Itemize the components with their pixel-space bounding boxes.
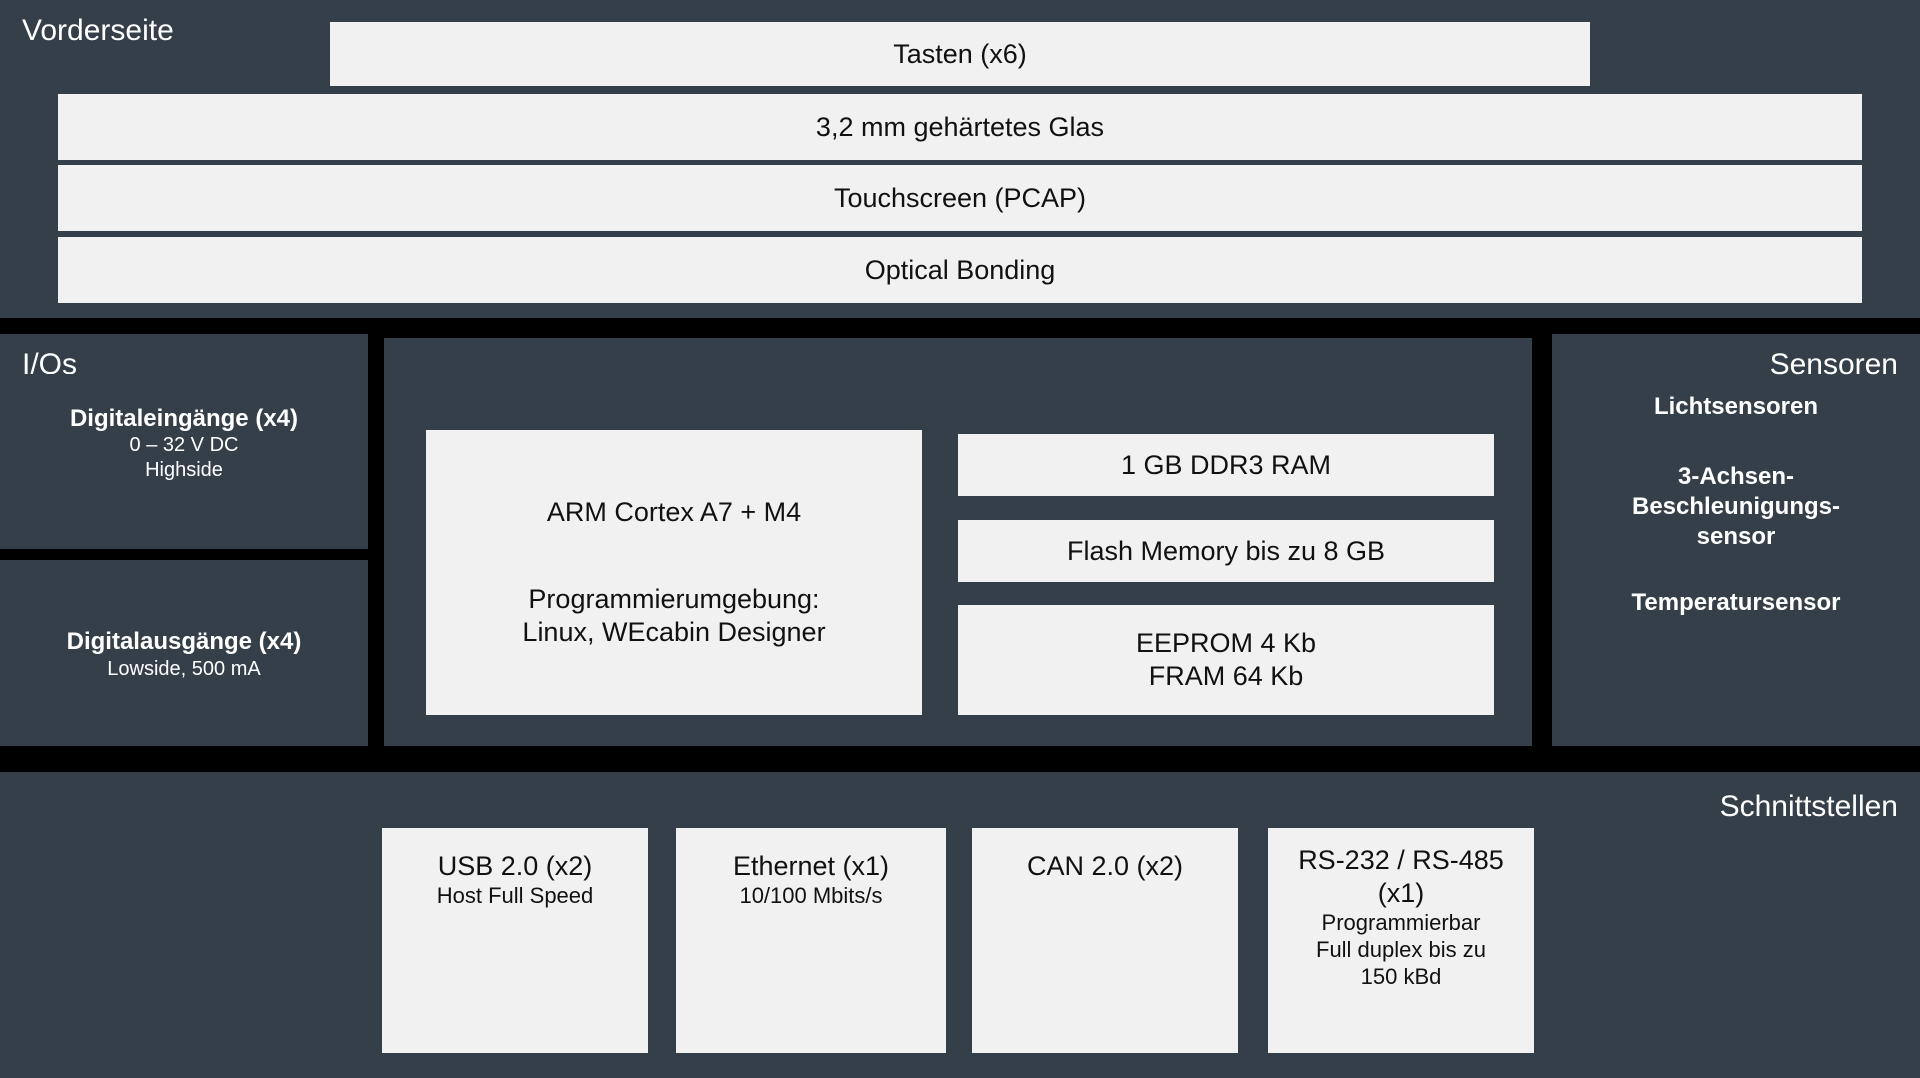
io-digital-outputs: Digitalausgänge (x4) Lowside, 500 mA: [0, 600, 368, 710]
chip-ram: 1 GB DDR3 RAM: [958, 434, 1494, 496]
sensor-accelerometer-line1: 3-Achsen-: [1677, 463, 1795, 490]
chip-touchscreen-label: Touchscreen (PCAP): [833, 182, 1087, 213]
chip-ram-label: 1 GB DDR3 RAM: [1120, 449, 1332, 480]
chip-optical-bonding-label: Optical Bonding: [864, 254, 1056, 285]
io-digital-inputs: Digitaleingänge (x4) 0 – 32 V DC Highsid…: [0, 374, 368, 514]
io-digital-inputs-voltage: 0 – 32 V DC: [129, 434, 239, 457]
chip-optical-bonding: Optical Bonding: [58, 237, 1862, 303]
chip-ethernet-spec: 10/100 Mbits/s: [739, 882, 883, 908]
chip-hardened-glass: 3,2 mm gehärtetes Glas: [58, 94, 1862, 160]
chip-usb-title: USB 2.0 (x2): [437, 851, 593, 881]
chip-touchscreen: Touchscreen (PCAP): [58, 165, 1862, 231]
sensors-title: Sensoren: [1769, 348, 1898, 381]
chip-serial-spec1: Programmierbar: [1321, 909, 1481, 935]
chip-processor-model: ARM Cortex A7 + M4: [546, 497, 802, 528]
sensor-temperature: Temperatursensor: [1631, 589, 1841, 616]
chip-eeprom-fram: EEPROM 4 Kb FRAM 64 Kb: [958, 605, 1494, 715]
chip-serial: RS-232 / RS-485 (x1) Programmierbar Full…: [1268, 828, 1534, 1053]
interfaces-panel: Schnittstellen USB 2.0 (x2) Host Full Sp…: [0, 772, 1920, 1078]
chip-can-title: CAN 2.0 (x2): [1026, 851, 1184, 881]
chip-usb: USB 2.0 (x2) Host Full Speed: [382, 828, 648, 1053]
chip-ethernet: Ethernet (x1) 10/100 Mbits/s: [676, 828, 946, 1053]
io-digital-outputs-title: Digitalausgänge (x4): [66, 628, 302, 656]
chip-processor: ARM Cortex A7 + M4 Programmierumgebung: …: [426, 430, 922, 715]
chip-serial-count: (x1): [1377, 877, 1425, 908]
chip-processor-spacer: [670, 529, 678, 583]
io-digital-outputs-spec: Lowside, 500 mA: [107, 657, 261, 680]
chip-serial-spec2: Full duplex bis zu: [1316, 936, 1486, 962]
chip-flash-memory: Flash Memory bis zu 8 GB: [958, 520, 1494, 582]
chip-processor-env-title: Programmierumgebung:: [528, 584, 820, 615]
chip-hardened-glass-label: 3,2 mm gehärtetes Glas: [815, 111, 1105, 142]
chip-usb-spec: Host Full Speed: [436, 882, 594, 908]
sensor-accelerometer-line3: sensor: [1696, 523, 1776, 550]
chip-ethernet-title: Ethernet (x1): [732, 851, 890, 881]
io-digital-inputs-title: Digitaleingänge (x4): [69, 404, 299, 432]
sensor-light: Lichtsensoren: [1653, 393, 1819, 420]
chip-flash-memory-label: Flash Memory bis zu 8 GB: [1066, 535, 1386, 566]
chip-fram-label: FRAM 64 Kb: [1148, 661, 1304, 691]
interfaces-title: Schnittstellen: [1719, 790, 1898, 823]
io-digital-inputs-mode: Highside: [145, 459, 223, 482]
chip-serial-title: RS-232 / RS-485: [1298, 845, 1504, 875]
chip-buttons: Tasten (x6): [330, 22, 1590, 86]
chip-processor-env-value: Linux, WEcabin Designer: [522, 616, 826, 647]
chip-eeprom-label: EEPROM 4 Kb: [1135, 628, 1317, 659]
chip-can: CAN 2.0 (x2): [972, 828, 1238, 1053]
sensor-accelerometer-line2: Beschleunigungs-: [1631, 493, 1841, 520]
front-side-title: Vorderseite: [22, 14, 174, 47]
chip-serial-spec3: 150 kBd: [1360, 963, 1442, 989]
chip-buttons-label: Tasten (x6): [893, 38, 1027, 69]
sensors-panel: Sensoren Lichtsensoren 3-Achsen- Beschle…: [1552, 334, 1920, 746]
